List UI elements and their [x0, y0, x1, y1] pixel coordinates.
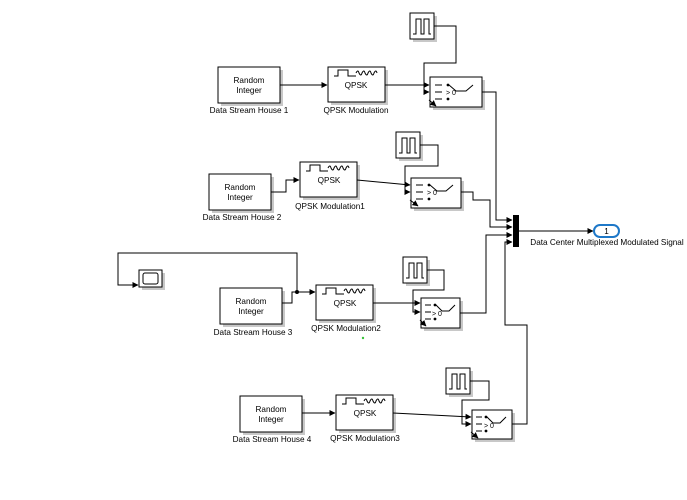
source-line1-2: Random	[225, 183, 256, 192]
wire-switch-mux-1	[482, 91, 513, 223]
pulse-generator-icon[interactable]	[445, 367, 471, 395]
wire-switch-mux-4	[504, 239, 528, 425]
source-caption-3: Data Stream House 3	[214, 328, 293, 337]
pulse-generator-icon[interactable]	[402, 256, 428, 284]
qpsk-waveform-icon-2	[306, 164, 350, 172]
source-line1-3: Random	[236, 297, 267, 306]
mux-icon[interactable]	[513, 215, 519, 247]
modulator-caption-2: QPSK Modulation1	[295, 202, 365, 211]
modulator-caption-1: QPSK Modulation	[323, 106, 389, 115]
source-caption-4: Data Stream House 4	[233, 435, 312, 444]
modulator-caption-3: QPSK Modulation2	[311, 324, 381, 333]
random-integer-block-4[interactable]	[239, 395, 303, 433]
modulator-text-3: QPSK	[334, 299, 357, 308]
source-caption-2: Data Stream House 2	[203, 213, 282, 222]
qpsk-waveform-icon-3	[322, 287, 366, 295]
source-line1-1: Random	[234, 76, 265, 85]
pulse-generator-icon[interactable]	[409, 12, 435, 40]
source-line2-3: Integer	[238, 307, 264, 316]
modulator-text-4: QPSK	[354, 409, 377, 418]
switch-threshold-3: > 0	[432, 311, 442, 318]
wire-src-mod-2	[271, 177, 300, 193]
source-line1-4: Random	[256, 405, 287, 414]
modulator-text-2: QPSK	[318, 176, 341, 185]
switch-icon[interactable]	[410, 177, 462, 209]
switch-threshold-1: > 0	[446, 90, 456, 97]
outport-number: 1	[604, 227, 609, 236]
pulse-generator-icon[interactable]	[395, 131, 421, 159]
random-integer-block-1[interactable]	[217, 66, 281, 104]
switch-threshold-2: > 0	[427, 190, 437, 197]
outport-block[interactable]	[593, 224, 620, 238]
wire-mod-switch-4	[392, 412, 472, 420]
wire-switch-mux-3	[460, 232, 513, 314]
switch-threshold-4: > 0	[484, 423, 494, 430]
wire-pulse-switch-3	[412, 269, 445, 315]
green-marker-dot	[361, 336, 365, 340]
wire-pulse-switch-4	[461, 380, 490, 427]
qpsk-waveform-icon-1	[334, 69, 378, 77]
house-4-group: Random Integer Data Stream House 4 QPSK …	[233, 239, 528, 444]
source-caption-1: Data Stream House 1	[210, 106, 289, 115]
modulator-text-1: QPSK	[345, 81, 368, 90]
source-line2-1: Integer	[236, 86, 262, 95]
wire-mod-switch-2	[356, 179, 411, 188]
source-line2-2: Integer	[227, 193, 253, 202]
random-integer-block-3[interactable]	[219, 287, 283, 325]
qpsk-waveform-icon-4	[342, 397, 386, 405]
wire-src-mod-3	[282, 289, 316, 304]
wire-pulse-switch-1	[423, 25, 457, 95]
wire-switch-mux-2	[461, 191, 513, 230]
source-line2-4: Integer	[258, 415, 284, 424]
house-3-group: Random Integer Data Stream House 3 QPSK …	[117, 232, 513, 340]
modulator-caption-4: QPSK Modulation3	[330, 434, 400, 443]
wire-to-scope	[117, 252, 298, 292]
random-integer-block-2[interactable]	[208, 173, 272, 211]
house-2-group: Random Integer Data Stream House 2 QPSK …	[203, 131, 513, 230]
outport-caption: Data Center Multiplexed Modulated Signal	[530, 238, 684, 247]
scope-icon[interactable]	[138, 269, 163, 288]
wire-pulse-switch-2	[404, 144, 439, 195]
house-1-group: Random Integer Data Stream House 1 QPSK …	[210, 12, 513, 223]
